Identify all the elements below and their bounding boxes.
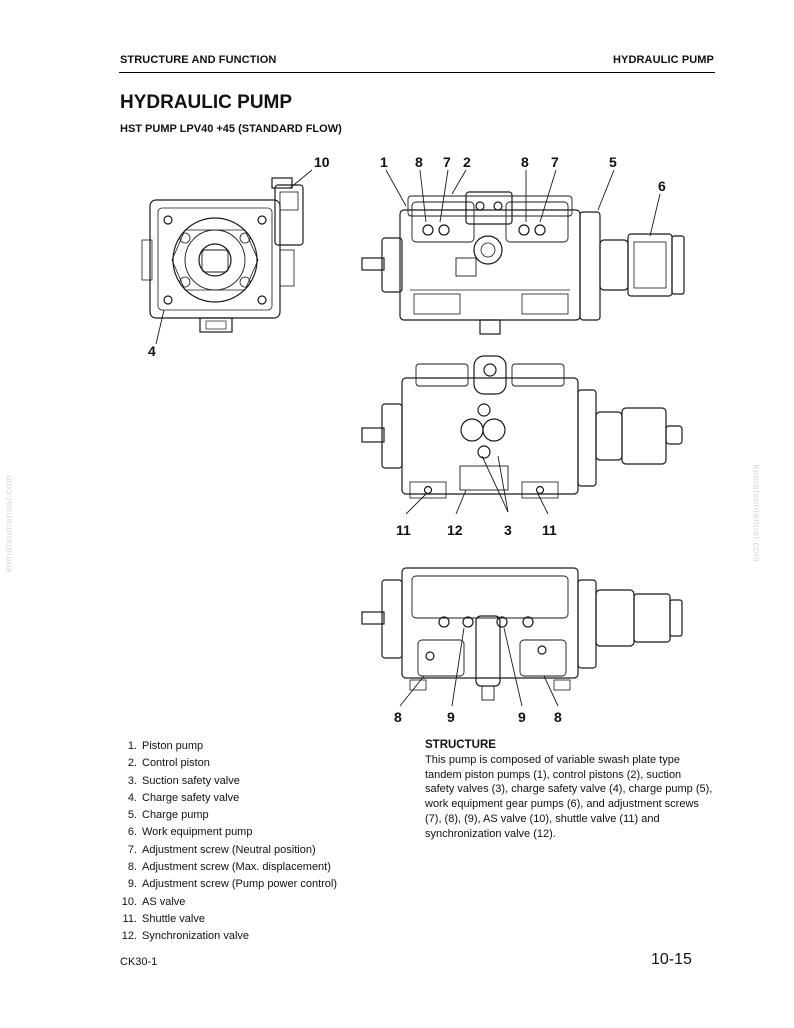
parts-list-item: 10.AS valve	[121, 895, 186, 908]
parts-list-item: 2.Control piston	[127, 757, 210, 770]
callout-11b: 11	[542, 522, 557, 538]
parts-list-item: 12.Synchronization valve	[121, 930, 250, 943]
structure-heading: STRUCTURE	[425, 739, 496, 751]
callout-4: 4	[148, 343, 156, 359]
parts-list-item: 7.Adjustment screw (Neutral position)	[127, 843, 316, 856]
callout-1: 1	[380, 154, 388, 170]
callout-3: 3	[504, 522, 512, 538]
parts-list-item: 6.Work equipment pump	[127, 826, 253, 839]
callout-6: 6	[658, 178, 666, 194]
callout-10: 10	[314, 154, 330, 170]
structure-line: (7), (8), (9), AS valve (10), shuttle va…	[425, 812, 660, 825]
watermark-right: komatsumanual.com	[750, 464, 762, 563]
parts-list-item: 9.Adjustment screw (Pump power control)	[127, 878, 338, 891]
header-section-title: STRUCTURE AND FUNCTION	[120, 54, 277, 66]
structure-line: safety valves (3), charge safety valve (…	[425, 783, 713, 796]
callout-8a: 8	[415, 154, 423, 170]
structure-section: STRUCTURE This pump is composed of varia…	[425, 738, 715, 842]
parts-list-item: 5.Charge pump	[127, 809, 209, 822]
pump-bottom-view	[361, 567, 683, 701]
pump-diagram: 10 4 1 8 7 2 8 7 5 6 11 12 3 11 8 9 9 8	[141, 154, 685, 725]
header-chapter-title: HYDRAULIC PUMP	[612, 54, 714, 66]
callout-8d: 8	[554, 709, 562, 725]
structure-line: tandem piston pumps (1), control pistons…	[425, 768, 682, 781]
parts-list-item: 3.Suction safety valve	[127, 774, 240, 787]
callout-9a: 9	[447, 709, 455, 725]
callout-8b: 8	[521, 154, 529, 170]
parts-list: 1.Piston pump 2.Control piston 3.Suction…	[120, 738, 337, 946]
header-rule	[119, 72, 715, 73]
callout-12: 12	[447, 522, 463, 538]
callout-2: 2	[463, 154, 471, 170]
callout-8c: 8	[394, 709, 402, 725]
pump-end-view	[141, 177, 304, 333]
callout-7a: 7	[443, 154, 451, 170]
callout-7b: 7	[551, 154, 559, 170]
footer-page-number: 10-15	[651, 951, 692, 968]
callout-9b: 9	[518, 709, 526, 725]
callout-11a: 11	[396, 522, 411, 538]
page-subtitle: HST PUMP LPV40 +45 (STANDARD FLOW)	[120, 123, 342, 135]
pump-top-view	[361, 355, 683, 499]
footer-model: CK30-1	[120, 956, 158, 968]
structure-line: This pump is composed of variable swash …	[425, 753, 680, 766]
parts-list-item: 1.Piston pump	[127, 740, 204, 752]
parts-list-item: 8.Adjustment screw (Max. displacement)	[127, 861, 331, 874]
callout-5: 5	[609, 154, 617, 170]
parts-list-item: 11.Shuttle valve	[122, 912, 205, 925]
pump-side-view	[361, 191, 685, 335]
watermark-left: komatsumanual.com	[3, 474, 15, 573]
page-title: HYDRAULIC PUMP	[120, 92, 293, 113]
parts-list-item: 4.Charge safety valve	[127, 791, 240, 804]
structure-line: work equipment gear pumps (6), and adjus…	[425, 798, 699, 811]
structure-line: synchronization valve (12).	[425, 827, 556, 840]
